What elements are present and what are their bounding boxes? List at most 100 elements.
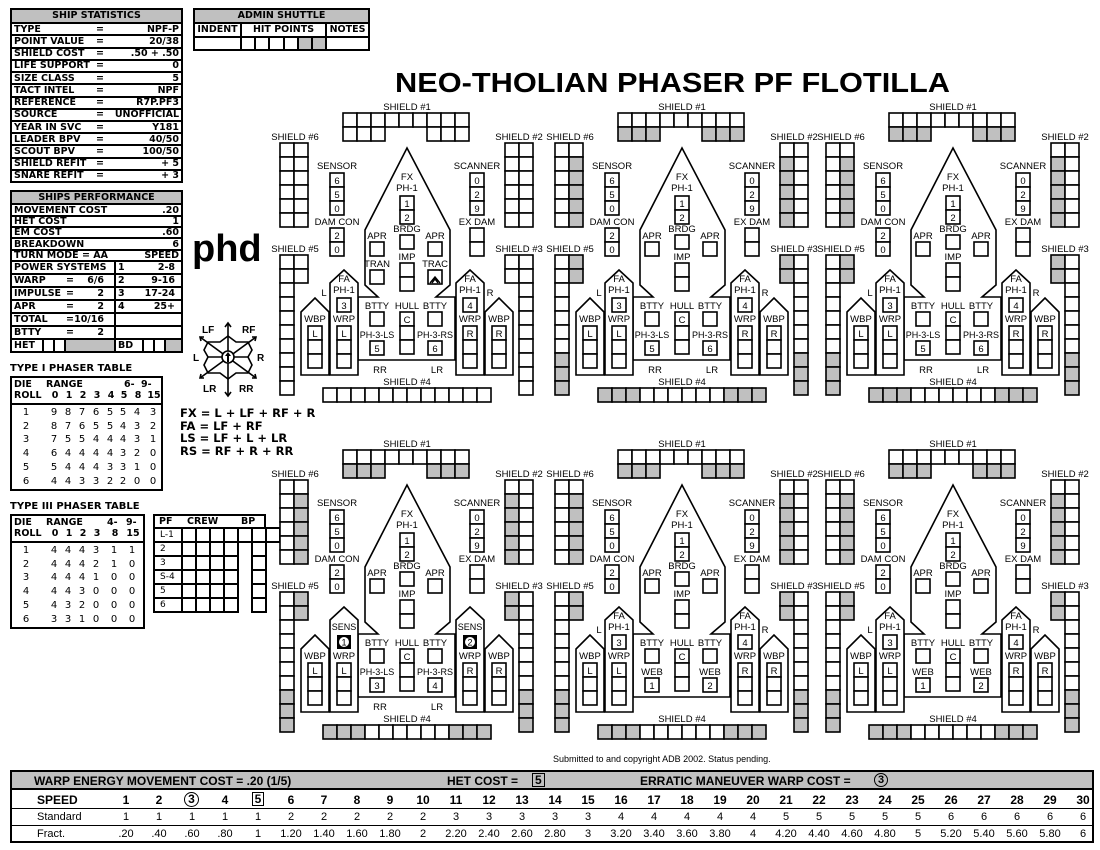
fx-phaser-box[interactable] (945, 546, 961, 562)
shield-5-box[interactable] (554, 352, 570, 368)
impulse-box[interactable] (674, 613, 690, 629)
shield-2-box[interactable] (1050, 479, 1066, 495)
warp-box[interactable] (1008, 690, 1024, 706)
warp-booster-box[interactable] (582, 353, 598, 369)
shield-4-box[interactable] (924, 387, 940, 403)
shield-4-box[interactable] (420, 387, 436, 403)
shield-1-box[interactable] (930, 449, 946, 465)
web-box[interactable] (644, 677, 660, 693)
shield-3-box[interactable] (518, 647, 534, 663)
shield-2-box[interactable] (1064, 479, 1080, 495)
shield-2-box[interactable] (793, 493, 809, 509)
shield-2-box[interactable] (1050, 142, 1066, 158)
warp-box[interactable] (611, 690, 627, 706)
shield-4-box[interactable] (639, 724, 655, 740)
excess-damage-box[interactable] (744, 578, 760, 594)
shield-5-box[interactable] (279, 689, 295, 705)
shuttle-hit-box[interactable] (310, 38, 326, 49)
shield-2-box[interactable] (518, 184, 534, 200)
shield-2-box[interactable] (779, 521, 795, 537)
shield-3-box[interactable] (518, 619, 534, 635)
hull-box[interactable] (945, 325, 961, 341)
battery-box[interactable] (973, 311, 989, 327)
shield-5-box[interactable] (279, 380, 295, 396)
shield-1-box[interactable] (1000, 112, 1016, 128)
excess-damage-box[interactable] (1015, 564, 1031, 580)
shield-3-box[interactable] (1064, 647, 1080, 663)
ph3-box[interactable] (644, 340, 660, 356)
shield-4-box[interactable] (723, 724, 739, 740)
shield-1-box[interactable] (902, 126, 918, 142)
shield-6-box[interactable] (568, 479, 584, 495)
het-box[interactable] (53, 339, 64, 351)
shield-5-box[interactable] (825, 717, 841, 733)
shield-6-box[interactable] (279, 521, 295, 537)
shield-2-box[interactable] (793, 507, 809, 523)
scanner-box[interactable] (1015, 537, 1031, 553)
excess-damage-box[interactable] (469, 578, 485, 594)
warp-booster-box[interactable] (1037, 676, 1053, 692)
shield-1-box[interactable] (888, 449, 904, 465)
bd-box[interactable] (153, 339, 164, 351)
impulse-box[interactable] (399, 262, 415, 278)
excess-damage-box[interactable] (469, 241, 485, 257)
shield-2-box[interactable] (793, 170, 809, 186)
shield-4-box[interactable] (625, 724, 641, 740)
shield-4-box[interactable] (364, 387, 380, 403)
shield-2-box[interactable] (504, 142, 520, 158)
shield-5-box[interactable] (279, 675, 295, 691)
shield-1-box[interactable] (715, 449, 731, 465)
shield-5-box[interactable] (554, 675, 570, 691)
excess-damage-box[interactable] (744, 227, 760, 243)
shield-5-box[interactable] (568, 254, 584, 270)
shield-4-box[interactable] (667, 724, 683, 740)
battery-box[interactable] (369, 648, 385, 664)
damage-control-box[interactable] (875, 578, 891, 594)
warp-box[interactable] (737, 353, 753, 369)
shield-3-box[interactable] (1064, 689, 1080, 705)
fx-phaser-box[interactable] (399, 546, 415, 562)
shield-3-box[interactable] (1064, 310, 1080, 326)
damage-control-box[interactable] (604, 241, 620, 257)
shield-3-box[interactable] (779, 591, 795, 607)
shield-6-box[interactable] (554, 156, 570, 172)
bridge-box[interactable] (945, 571, 961, 587)
shield-1-box[interactable] (412, 112, 428, 128)
shield-2-box[interactable] (1050, 493, 1066, 509)
fa-phaser-box[interactable] (462, 297, 478, 313)
shield-5-box[interactable] (279, 647, 295, 663)
warp-booster-box[interactable] (853, 339, 869, 355)
shield-2-box[interactable] (1064, 549, 1080, 565)
shield-1-box[interactable] (902, 449, 918, 465)
shield-3-box[interactable] (518, 254, 534, 270)
shield-5-box[interactable] (279, 352, 295, 368)
shield-1-box[interactable] (645, 463, 661, 479)
shield-4-box[interactable] (378, 387, 394, 403)
shield-4-box[interactable] (392, 724, 408, 740)
shield-3-box[interactable] (779, 268, 795, 284)
shield-2-box[interactable] (779, 507, 795, 523)
shield-3-box[interactable] (793, 352, 809, 368)
shield-6-box[interactable] (825, 507, 841, 523)
shield-5-box[interactable] (279, 591, 295, 607)
damage-control-box[interactable] (329, 578, 345, 594)
shield-6-box[interactable] (279, 184, 295, 200)
shield-3-box[interactable] (793, 633, 809, 649)
shield-4-box[interactable] (709, 387, 725, 403)
shield-5-box[interactable] (279, 633, 295, 649)
shield-1-box[interactable] (715, 126, 731, 142)
shield-6-box[interactable] (554, 479, 570, 495)
shield-1-box[interactable] (958, 112, 974, 128)
shield-6-box[interactable] (279, 142, 295, 158)
shield-1-box[interactable] (356, 112, 372, 128)
shield-4-box[interactable] (1022, 724, 1038, 740)
shield-4-box[interactable] (751, 387, 767, 403)
shield-1-box[interactable] (972, 463, 988, 479)
shuttle-hit-box[interactable] (254, 38, 268, 49)
shuttle-hit-box[interactable] (282, 38, 297, 49)
shield-6-box[interactable] (825, 493, 841, 509)
shield-6-box[interactable] (293, 198, 309, 214)
shield-4-box[interactable] (910, 387, 926, 403)
shield-4-box[interactable] (695, 387, 711, 403)
fa-phaser-box[interactable] (737, 297, 753, 313)
